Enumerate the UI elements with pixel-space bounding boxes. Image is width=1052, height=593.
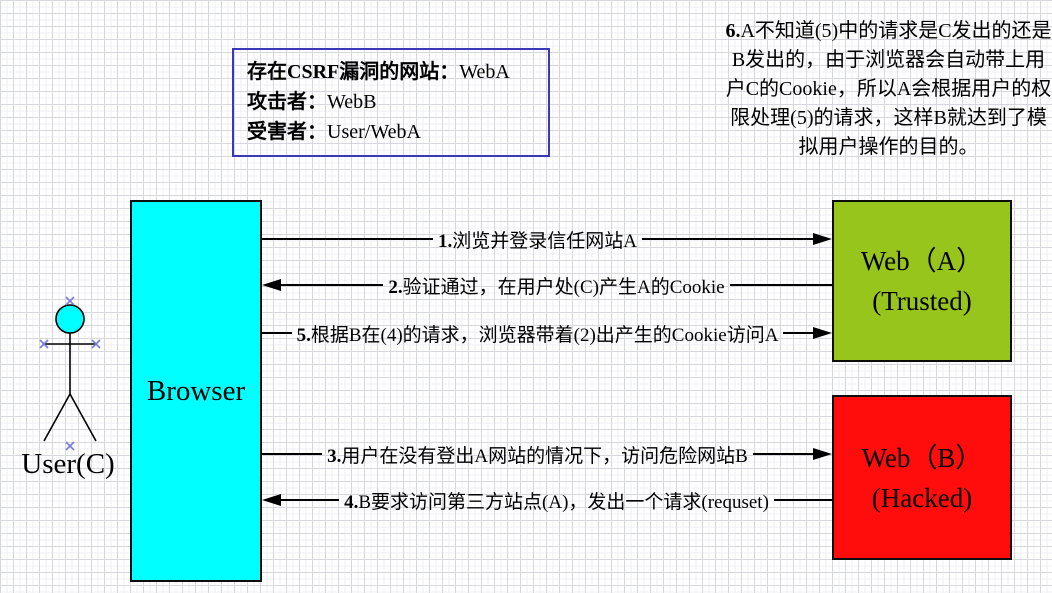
arrow-line bbox=[281, 499, 340, 501]
message-3-arrow: 3.用户在没有登出A网站的情况下，访问危险网站B bbox=[262, 441, 832, 468]
web-a-box: Web（A） (Trusted) bbox=[832, 200, 1012, 362]
web-b-title: Web（B） bbox=[861, 442, 983, 473]
message-5-arrow: 5.根据B在(4)的请求，浏览器带着(2)出产生的Cookie访问A bbox=[262, 320, 832, 347]
browser-label: Browser bbox=[146, 374, 246, 407]
message-2-label: 2.验证通过，在用户处(C)产生A的Cookie bbox=[383, 272, 729, 299]
message-text: 验证通过，在用户处(C)产生A的Cookie bbox=[402, 276, 725, 298]
info-value: WebA bbox=[459, 61, 510, 83]
message-text: B要求访问第三方站点(A)，发出一个请求(requset) bbox=[358, 491, 769, 513]
web-a-title: Web（A） bbox=[860, 246, 984, 276]
message-number: 5. bbox=[296, 324, 311, 346]
arrow-line bbox=[262, 453, 323, 455]
arrow-line bbox=[783, 332, 813, 334]
message-4-label: 4.B要求访问第三方站点(A)，发出一个请求(requset) bbox=[339, 487, 774, 514]
message-3-label: 3.用户在没有登出A网站的情况下，访问危险网站B bbox=[322, 441, 753, 468]
arrow-line bbox=[262, 332, 292, 334]
arrow-line bbox=[281, 284, 384, 286]
arrowhead-left-icon bbox=[262, 279, 281, 291]
message-text: 浏览并登录信任网站A bbox=[452, 230, 637, 252]
info-line-vulnerable-site: 存在CSRF漏洞的网站：WebA bbox=[247, 57, 548, 87]
step6-note: 6.A不知道(5)中的请求是C发出的还是B发出的，由于浏览器会自动带上用户C的C… bbox=[725, 17, 1052, 162]
selection-handle-icons bbox=[39, 296, 101, 451]
step6-text: A不知道(5)中的请求是C发出的还是B发出的，由于浏览器会自动带上用户C的Coo… bbox=[725, 20, 1052, 158]
message-5-label: 5.根据B在(4)的请求，浏览器带着(2)出产生的Cookie访问A bbox=[292, 320, 784, 347]
info-line-attacker: 攻击者：WebB bbox=[247, 87, 548, 117]
message-number: 1. bbox=[438, 230, 453, 252]
message-number: 3. bbox=[327, 445, 342, 467]
web-b-box: Web（B） (Hacked) bbox=[832, 395, 1012, 560]
arrow-line bbox=[752, 453, 813, 455]
info-value: User/WebA bbox=[327, 121, 421, 143]
browser-box: Browser bbox=[130, 200, 262, 582]
message-text: 根据B在(4)的请求，浏览器带着(2)出产生的Cookie访问A bbox=[310, 324, 779, 346]
info-label: 存在CSRF漏洞的网站： bbox=[247, 61, 460, 83]
message-number: 2. bbox=[388, 276, 403, 298]
info-label: 受害者： bbox=[247, 121, 327, 143]
arrowhead-left-icon bbox=[262, 494, 281, 506]
user-label: User(C) bbox=[21, 448, 115, 480]
stick-figure-head bbox=[55, 304, 85, 334]
web-a-subtitle: (Trusted) bbox=[872, 286, 972, 316]
arrowhead-right-icon bbox=[813, 233, 833, 245]
message-1-arrow: 1.浏览并登录信任网站A bbox=[262, 226, 833, 253]
info-value: WebB bbox=[327, 91, 377, 113]
arrow-line bbox=[262, 238, 434, 240]
arrow-line bbox=[642, 238, 814, 240]
message-4-arrow: 4.B要求访问第三方站点(A)，发出一个请求(requset) bbox=[262, 487, 833, 514]
csrf-info-box: 存在CSRF漏洞的网站：WebA 攻击者：WebB 受害者：User/WebA bbox=[232, 48, 550, 157]
arrowhead-right-icon bbox=[813, 448, 832, 460]
arrow-line bbox=[729, 284, 832, 286]
stick-figure-body bbox=[43, 304, 97, 442]
message-2-arrow: 2.验证通过，在用户处(C)产生A的Cookie bbox=[262, 272, 832, 299]
step6-number: 6. bbox=[725, 20, 741, 42]
message-number: 4. bbox=[344, 491, 359, 513]
arrow-line bbox=[773, 499, 833, 501]
message-1-label: 1.浏览并登录信任网站A bbox=[433, 226, 642, 253]
web-b-subtitle: (Hacked) bbox=[871, 482, 973, 513]
message-text: 用户在没有登出A网站的情况下，访问危险网站B bbox=[341, 445, 748, 467]
info-line-victim: 受害者：User/WebA bbox=[247, 117, 548, 147]
user-stick-figure bbox=[39, 296, 101, 451]
arrowhead-right-icon bbox=[813, 327, 832, 339]
info-label: 攻击者： bbox=[247, 91, 327, 113]
